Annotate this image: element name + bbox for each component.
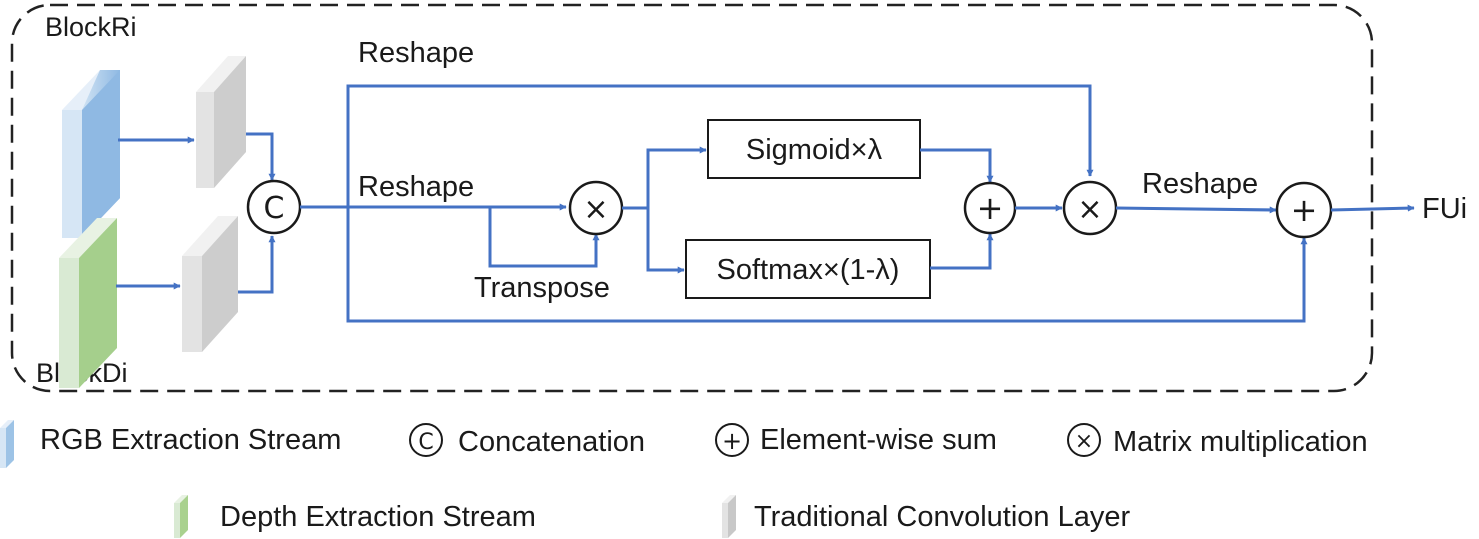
legend-depth-icon — [174, 495, 188, 538]
legend-concat-symbol: C — [418, 430, 433, 455]
legend-conv-icon — [722, 495, 736, 538]
arrow-matmul-to-final-sum — [1115, 206, 1277, 214]
conv-slab-depth — [182, 216, 238, 352]
legend-matmul-icon: × — [1067, 423, 1101, 457]
legend-concat-icon: C — [409, 423, 443, 457]
legend-matmul-label: Matrix multiplication — [1113, 426, 1368, 458]
concat-node: C — [246, 179, 302, 235]
matmul-node-1: × — [568, 180, 624, 236]
arrow-to-output — [1330, 204, 1415, 212]
module-boundary — [10, 3, 1374, 393]
depth-stream-slab — [59, 218, 117, 388]
reshape-top-label: Reshape — [358, 37, 474, 69]
legend-conv-label: Traditional Convolution Layer — [754, 501, 1130, 533]
sigmoid-box: Sigmoid×λ — [707, 119, 921, 179]
legend-matmul-symbol: × — [1075, 429, 1093, 454]
transpose-path — [488, 207, 600, 268]
arrow-softmax-to-sum — [930, 233, 994, 270]
residual-path — [346, 207, 1308, 323]
legend-rgb-label: RGB Extraction Stream — [40, 424, 341, 456]
legend-rgb-icon — [0, 420, 14, 468]
arrow-sigmoid-to-sum — [920, 148, 994, 183]
arrow-to-sigmoid — [646, 146, 707, 208]
arrow-conv-rgb-to-concat — [246, 132, 276, 181]
arrow-to-softmax — [646, 208, 685, 274]
matmul-node-2: × — [1062, 180, 1118, 236]
matmul-symbol-1: × — [583, 192, 608, 227]
output-label: FUi — [1422, 193, 1467, 225]
sum-symbol-final: + — [1291, 191, 1318, 229]
legend-depth-label: Depth Extraction Stream — [220, 501, 536, 533]
concat-symbol: C — [264, 191, 285, 226]
reshape-mid-label: Reshape — [358, 171, 474, 203]
block-rgb-label: BlockRi — [45, 12, 137, 42]
reshape-right-label: Reshape — [1142, 168, 1258, 200]
legend-sum-symbol: + — [722, 427, 742, 455]
conv-slab-rgb — [196, 56, 246, 188]
softmax-label: Softmax×(1-λ) — [717, 254, 900, 286]
legend-concat-label: Concatenation — [458, 426, 645, 458]
sigmoid-label: Sigmoid×λ — [746, 134, 883, 166]
transpose-label: Transpose — [474, 272, 610, 304]
legend-sum-icon: + — [715, 423, 749, 457]
legend-sum-label: Element-wise sum — [760, 424, 997, 456]
sum-node-final: + — [1275, 181, 1333, 239]
softmax-box: Softmax×(1-λ) — [685, 239, 931, 299]
arrow-conv-depth-to-concat — [238, 235, 276, 294]
sum-node-1: + — [963, 181, 1017, 235]
sum-symbol-1: + — [977, 189, 1004, 227]
matmul-symbol-2: × — [1077, 192, 1102, 227]
reshape-top-path — [346, 84, 1094, 207]
rgb-stream-slab — [62, 70, 120, 238]
